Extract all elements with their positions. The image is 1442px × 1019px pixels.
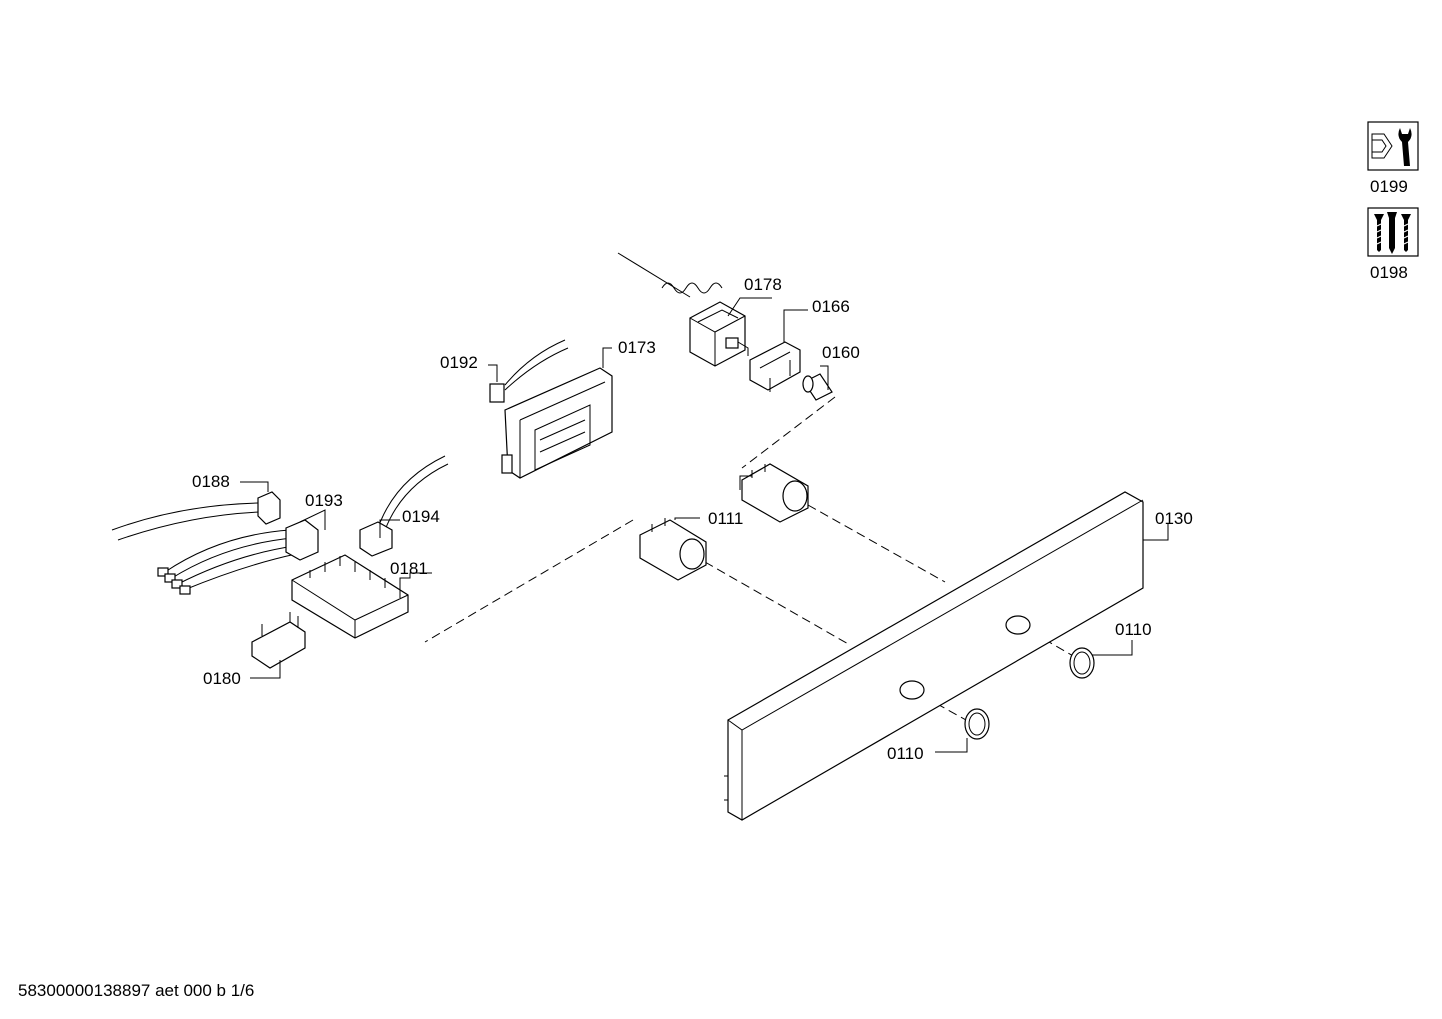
- label-0166: 0166: [812, 297, 850, 316]
- label-0110-right: 0110: [1115, 620, 1152, 639]
- label-0110-left: 0110: [887, 744, 924, 763]
- label-0111: 0111: [708, 509, 743, 528]
- part-0166-bracket: [749, 309, 808, 392]
- part-0192-cable: [488, 339, 569, 403]
- label-0130: 0130: [1155, 509, 1193, 528]
- label-0188: 0188: [192, 472, 230, 491]
- screws-icon: [1367, 207, 1419, 257]
- part-0160-lamp: [802, 365, 833, 401]
- legend-label-0199: 0199: [1370, 177, 1408, 196]
- label-0180: 0180: [203, 669, 241, 688]
- part-0194-cable: [359, 455, 449, 557]
- part-0181-terminal-block: [291, 554, 432, 639]
- part-0173-control-module: [501, 347, 613, 479]
- label-0192: 0192: [440, 353, 478, 372]
- assembly-lines: [424, 396, 1081, 726]
- part-0180-clip: [250, 612, 306, 679]
- label-0193: 0193: [305, 491, 343, 510]
- part-0110-ring-right: [1069, 640, 1133, 679]
- wrench-nut-icon: [1367, 121, 1419, 171]
- label-0194: 0194: [402, 507, 440, 526]
- part-0110-ring-left: [935, 708, 990, 753]
- document-footer: 58300000138897 aet 000 b 1/6: [18, 981, 255, 1000]
- label-0181: 0181: [390, 559, 428, 578]
- part-0111-knob-shaft-upper: [739, 463, 809, 523]
- label-0160: 0160: [822, 343, 860, 362]
- part-0130-front-panel: [724, 491, 1169, 821]
- part-0193-harness: [157, 509, 326, 595]
- part-0111-knob-shaft-lower: [639, 517, 707, 581]
- legend-label-0198: 0198: [1370, 263, 1408, 282]
- label-0173: 0173: [618, 338, 656, 357]
- label-0178: 0178: [744, 275, 782, 294]
- part-0188-cable: [111, 481, 281, 541]
- part-0178-thermostat: [617, 252, 772, 367]
